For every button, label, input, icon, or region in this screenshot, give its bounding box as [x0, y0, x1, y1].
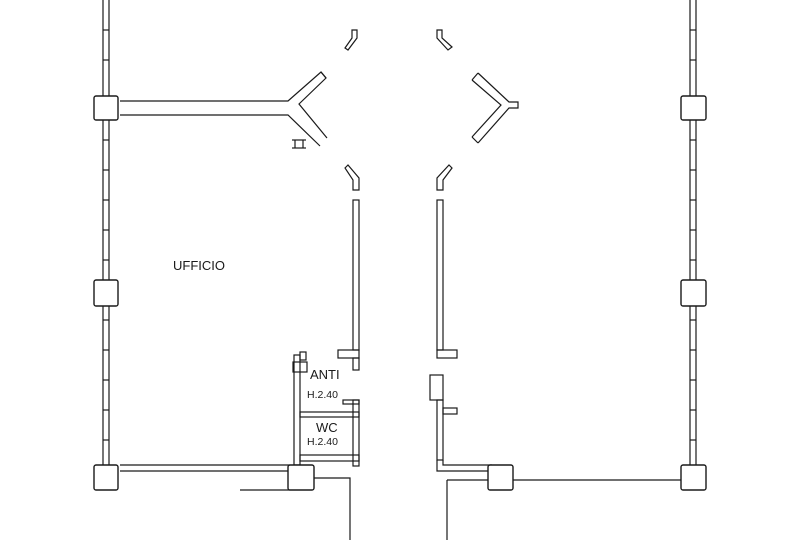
- top-left-partition: [120, 71, 328, 147]
- corridor-left-wall: [337, 199, 360, 467]
- corridor-right-wall: [429, 199, 458, 461]
- pillars: [93, 95, 707, 491]
- right-exterior-wall: [689, 0, 697, 490]
- pillar: [487, 464, 514, 491]
- room-label-office: UFFICIO: [173, 258, 225, 273]
- top-right-partition: [471, 72, 519, 144]
- room-label-anteroom: ANTI: [310, 367, 340, 382]
- left-exterior-wall: [102, 0, 110, 490]
- curved-partitions: [344, 29, 453, 191]
- pillar: [680, 464, 707, 491]
- pillar: [680, 95, 707, 121]
- pillar: [93, 279, 119, 307]
- bottom-wall: [120, 460, 682, 540]
- room-height-toilet: H.2.40: [307, 436, 338, 448]
- pillar: [287, 464, 315, 491]
- column-symbol: [292, 139, 306, 149]
- room-height-anteroom: H.2.40: [307, 389, 338, 401]
- room-label-toilet: WC: [316, 420, 338, 435]
- pillar: [93, 464, 119, 491]
- pillar: [680, 279, 707, 307]
- pillar: [93, 95, 119, 121]
